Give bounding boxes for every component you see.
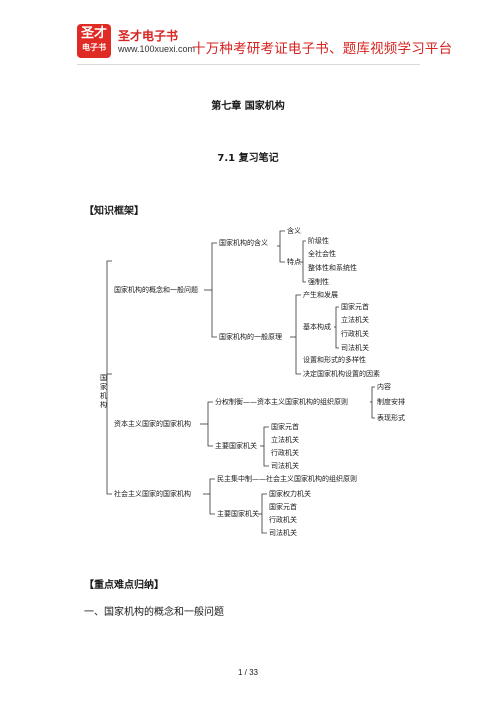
- tree-node-content: 内容: [377, 383, 391, 391]
- brand-url[interactable]: www.100xuexi.com: [118, 44, 196, 54]
- tree-node-coercive: 强制性: [308, 278, 329, 286]
- tree-root: 国家机构: [100, 374, 107, 409]
- header-divider: [77, 64, 420, 65]
- tree-node-soc-judicial: 司法机关: [269, 529, 297, 537]
- tree-node-principles: 国家机构的一般原理: [219, 333, 282, 341]
- tree-node-socialist: 社会主义国家的国家机构: [114, 490, 191, 498]
- tree-node-social-nature: 全社会性: [308, 250, 336, 258]
- tree-node-soc-administrative: 行政机关: [269, 516, 297, 524]
- tree-node-soc-head: 国家元首: [269, 503, 297, 511]
- section-title: 7.1 复习笔记: [217, 153, 279, 164]
- tree-node-factors: 决定国家机构设置的因素: [303, 370, 380, 378]
- page-number: 1 / 33: [237, 668, 258, 677]
- header-tagline: 十万种考研考证电子书、题库视频学习平台: [192, 41, 453, 57]
- chapter-title: 第七章 国家机构: [211, 101, 285, 112]
- tree-node-soc-main: 主要国家机关: [217, 510, 259, 518]
- tree-node-soc-power: 国家权力机关: [269, 490, 311, 498]
- framework-heading: 【知识框架】: [84, 206, 144, 217]
- tree-node-comp-legislative: 立法机关: [341, 316, 369, 324]
- tree-node-capitalist: 资本主义国家的国家机构: [114, 420, 191, 428]
- tree-node-class-nature: 阶级性: [308, 237, 329, 245]
- tree-node-tedian: 特点: [287, 258, 301, 266]
- tree-node-cap-legislative: 立法机关: [271, 436, 299, 444]
- tree-node-composition: 基本构成: [303, 323, 331, 331]
- tree-node-hanyi: 含义: [287, 227, 301, 235]
- tree-node-forms: 表现形式: [377, 414, 405, 422]
- tree-node-cap-main: 主要国家机关: [215, 442, 257, 450]
- tree-node-cap-head: 国家元首: [271, 423, 299, 431]
- tree-node-concept: 国家机构的概念和一般问题: [114, 286, 198, 294]
- tree-node-comp-judicial: 司法机关: [341, 344, 369, 352]
- tree-node-comp-administrative: 行政机关: [341, 330, 369, 338]
- first-item-heading: 一、国家机构的概念和一般问题: [84, 607, 224, 618]
- tree-node-meaning: 国家机构的含义: [219, 239, 268, 247]
- tree-node-systemic: 整体性和系统性: [308, 264, 357, 272]
- logo-text-sub: 电子书: [82, 43, 106, 52]
- tree-node-separation: 分权制衡——资本主义国家机构的组织原则: [215, 398, 348, 406]
- key-points-heading: 【重点难点归纳】: [84, 580, 164, 591]
- tree-node-origin: 产生和发展: [303, 291, 338, 299]
- tree-node-cap-judicial: 司法机关: [271, 462, 299, 470]
- tree-node-arrangement: 制度安排: [377, 398, 405, 406]
- tree-node-diversity: 设置和形式的多样性: [303, 356, 366, 364]
- logo: 圣才 电子书: [77, 24, 111, 58]
- tree-node-cap-administrative: 行政机关: [271, 449, 299, 457]
- tree-node-comp-head: 国家元首: [341, 303, 369, 311]
- tree-node-democratic-centralism: 民主集中制——社会主义国家机构的组织原则: [217, 475, 357, 483]
- logo-text-main: 圣才: [80, 26, 107, 41]
- brand-name: 圣才电子书: [118, 29, 179, 43]
